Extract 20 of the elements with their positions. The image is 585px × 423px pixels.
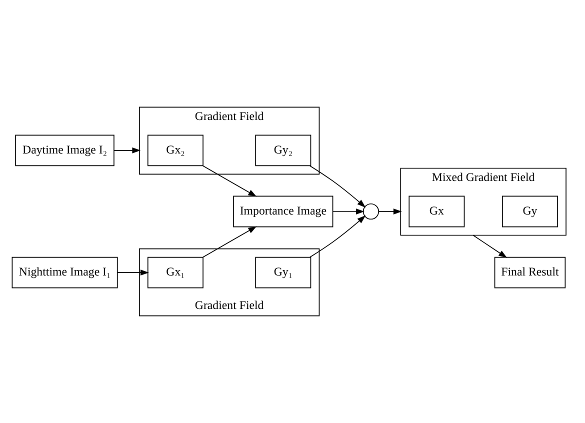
- node-box: Gy₂: [255, 134, 312, 166]
- node-box: Gx₂: [147, 134, 204, 166]
- arrow: [202, 165, 257, 197]
- node-circle: [362, 203, 379, 220]
- arrow: [117, 270, 149, 276]
- arrow: [310, 165, 366, 208]
- node-box: Nighttime Image I₁: [12, 256, 118, 288]
- node-box: Daytime Image I₂: [15, 134, 114, 166]
- node-box: Gx: [408, 196, 465, 228]
- node-box: Gy₁: [255, 256, 312, 288]
- arrow: [310, 215, 366, 258]
- arrow: [378, 208, 402, 214]
- node-box: Gx₁: [147, 256, 204, 288]
- node-box: Final Result: [494, 256, 566, 288]
- node-box: Gy: [502, 196, 558, 228]
- arrow: [114, 147, 141, 154]
- node-box: Importance Image: [233, 196, 334, 228]
- arrow: [332, 208, 364, 214]
- arrow: [472, 234, 508, 258]
- arrow: [202, 226, 257, 258]
